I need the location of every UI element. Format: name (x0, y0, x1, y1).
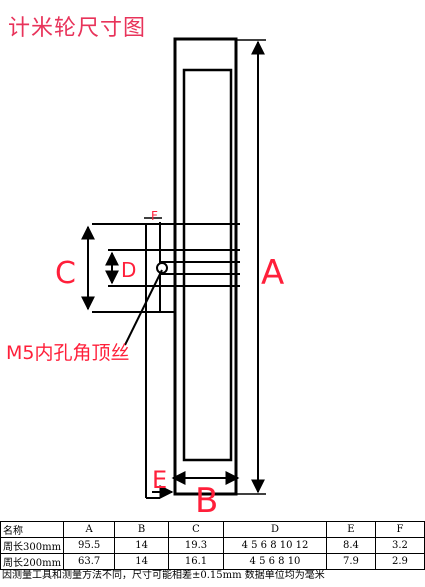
row-200-e: 7.9 (325, 553, 376, 570)
label-a: A (261, 253, 284, 293)
row-200-c: 16.1 (167, 553, 225, 570)
hub-body (145, 222, 161, 499)
spec-table: 名称 A B C D E F 周长300mm 95.5 14 19.3 4 5 … (0, 521, 425, 570)
label-d: D (121, 258, 136, 282)
row-300-f: 3.2 (374, 537, 425, 554)
row-200-name: 周长200mm (0, 553, 65, 570)
header-d: D (223, 521, 327, 538)
row-300-c: 19.3 (167, 537, 225, 554)
wheel-dimension-drawing: A B C D E F M5内孔角顶丝 (6, 37, 284, 520)
header-b: B (114, 521, 169, 538)
screw-hole (156, 262, 168, 274)
row-200-a: 63.7 (63, 553, 116, 570)
hub-lines (92, 223, 240, 313)
label-e: E (152, 466, 167, 494)
row-300-e: 8.4 (325, 537, 376, 554)
wheel-outer-profile (173, 37, 238, 496)
header-c: C (167, 521, 225, 538)
row-300-b: 14 (114, 537, 169, 554)
label-b: B (195, 481, 218, 520)
header-name: 名称 (0, 521, 65, 538)
label-c: C (55, 256, 76, 291)
label-screw: M5内孔角顶丝 (6, 342, 129, 364)
table-row: 周长200mm 63.7 14 16.1 4 5 6 8 10 7.9 2.9 (0, 553, 425, 570)
row-300-d: 4 5 6 8 10 12 (223, 537, 327, 554)
row-200-f: 2.9 (374, 553, 425, 570)
spec-table-header-row: 名称 A B C D E F (0, 521, 425, 538)
diagram-title: 计米轮尺寸图 (8, 16, 147, 41)
header-a: A (63, 521, 116, 538)
label-f: F (151, 209, 158, 223)
screw-leader-line (124, 269, 163, 346)
measurement-note: 因测量工具和测量方法不同，尺寸可能相差±0.15mm 数据单位均为毫米 (2, 570, 325, 581)
row-300-name: 周长300mm (0, 537, 65, 554)
wheel-inner-groove (182, 68, 233, 462)
table-row: 周长300mm 95.5 14 19.3 4 5 6 8 10 12 8.4 3… (0, 537, 425, 554)
row-300-a: 95.5 (63, 537, 116, 554)
header-f: F (374, 521, 425, 538)
header-e: E (325, 521, 376, 538)
